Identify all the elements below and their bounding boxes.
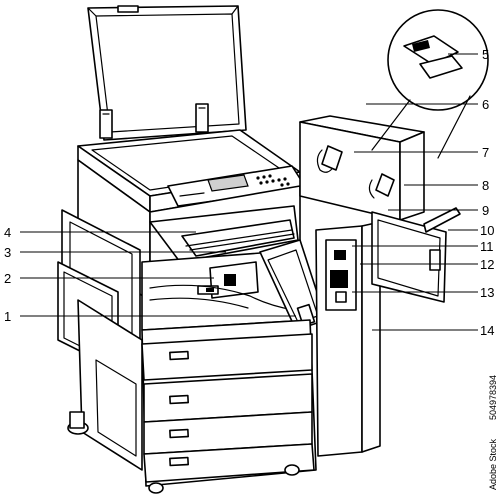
callout-12: 12 [480,257,494,272]
callout-7: 7 [482,145,489,160]
paper-tray-stack [141,319,317,494]
callout-4: 4 [4,225,11,240]
center-output-tray [149,205,299,263]
callout-leaders [20,53,478,331]
document-glass-cover [87,5,247,141]
callout-5: 5 [482,47,489,62]
callout-8: 8 [482,178,489,193]
stock-id: 504978394 [488,375,498,420]
callout-9: 9 [482,203,489,218]
office-finisher [299,115,461,457]
callout-2: 2 [4,271,11,286]
stock-brand: Adobe Stock [488,438,498,490]
callout-10: 10 [480,223,494,238]
callout-11: 11 [480,239,494,254]
callout-6: 6 [482,97,489,112]
callout-1: 1 [4,309,11,324]
callout-numbers: 1 2 3 4 5 6 7 8 9 10 11 12 13 14 [4,47,494,338]
callout-3: 3 [4,245,11,260]
paper-tray-4 [143,443,315,483]
paper-tray-1 [141,333,313,381]
front-door-area [141,239,327,331]
callout-13: 13 [480,285,494,300]
callout-14: 14 [480,323,494,338]
finisher-detail-inset [371,9,489,159]
stock-watermark: 504978394 Adobe Stock [488,375,498,490]
